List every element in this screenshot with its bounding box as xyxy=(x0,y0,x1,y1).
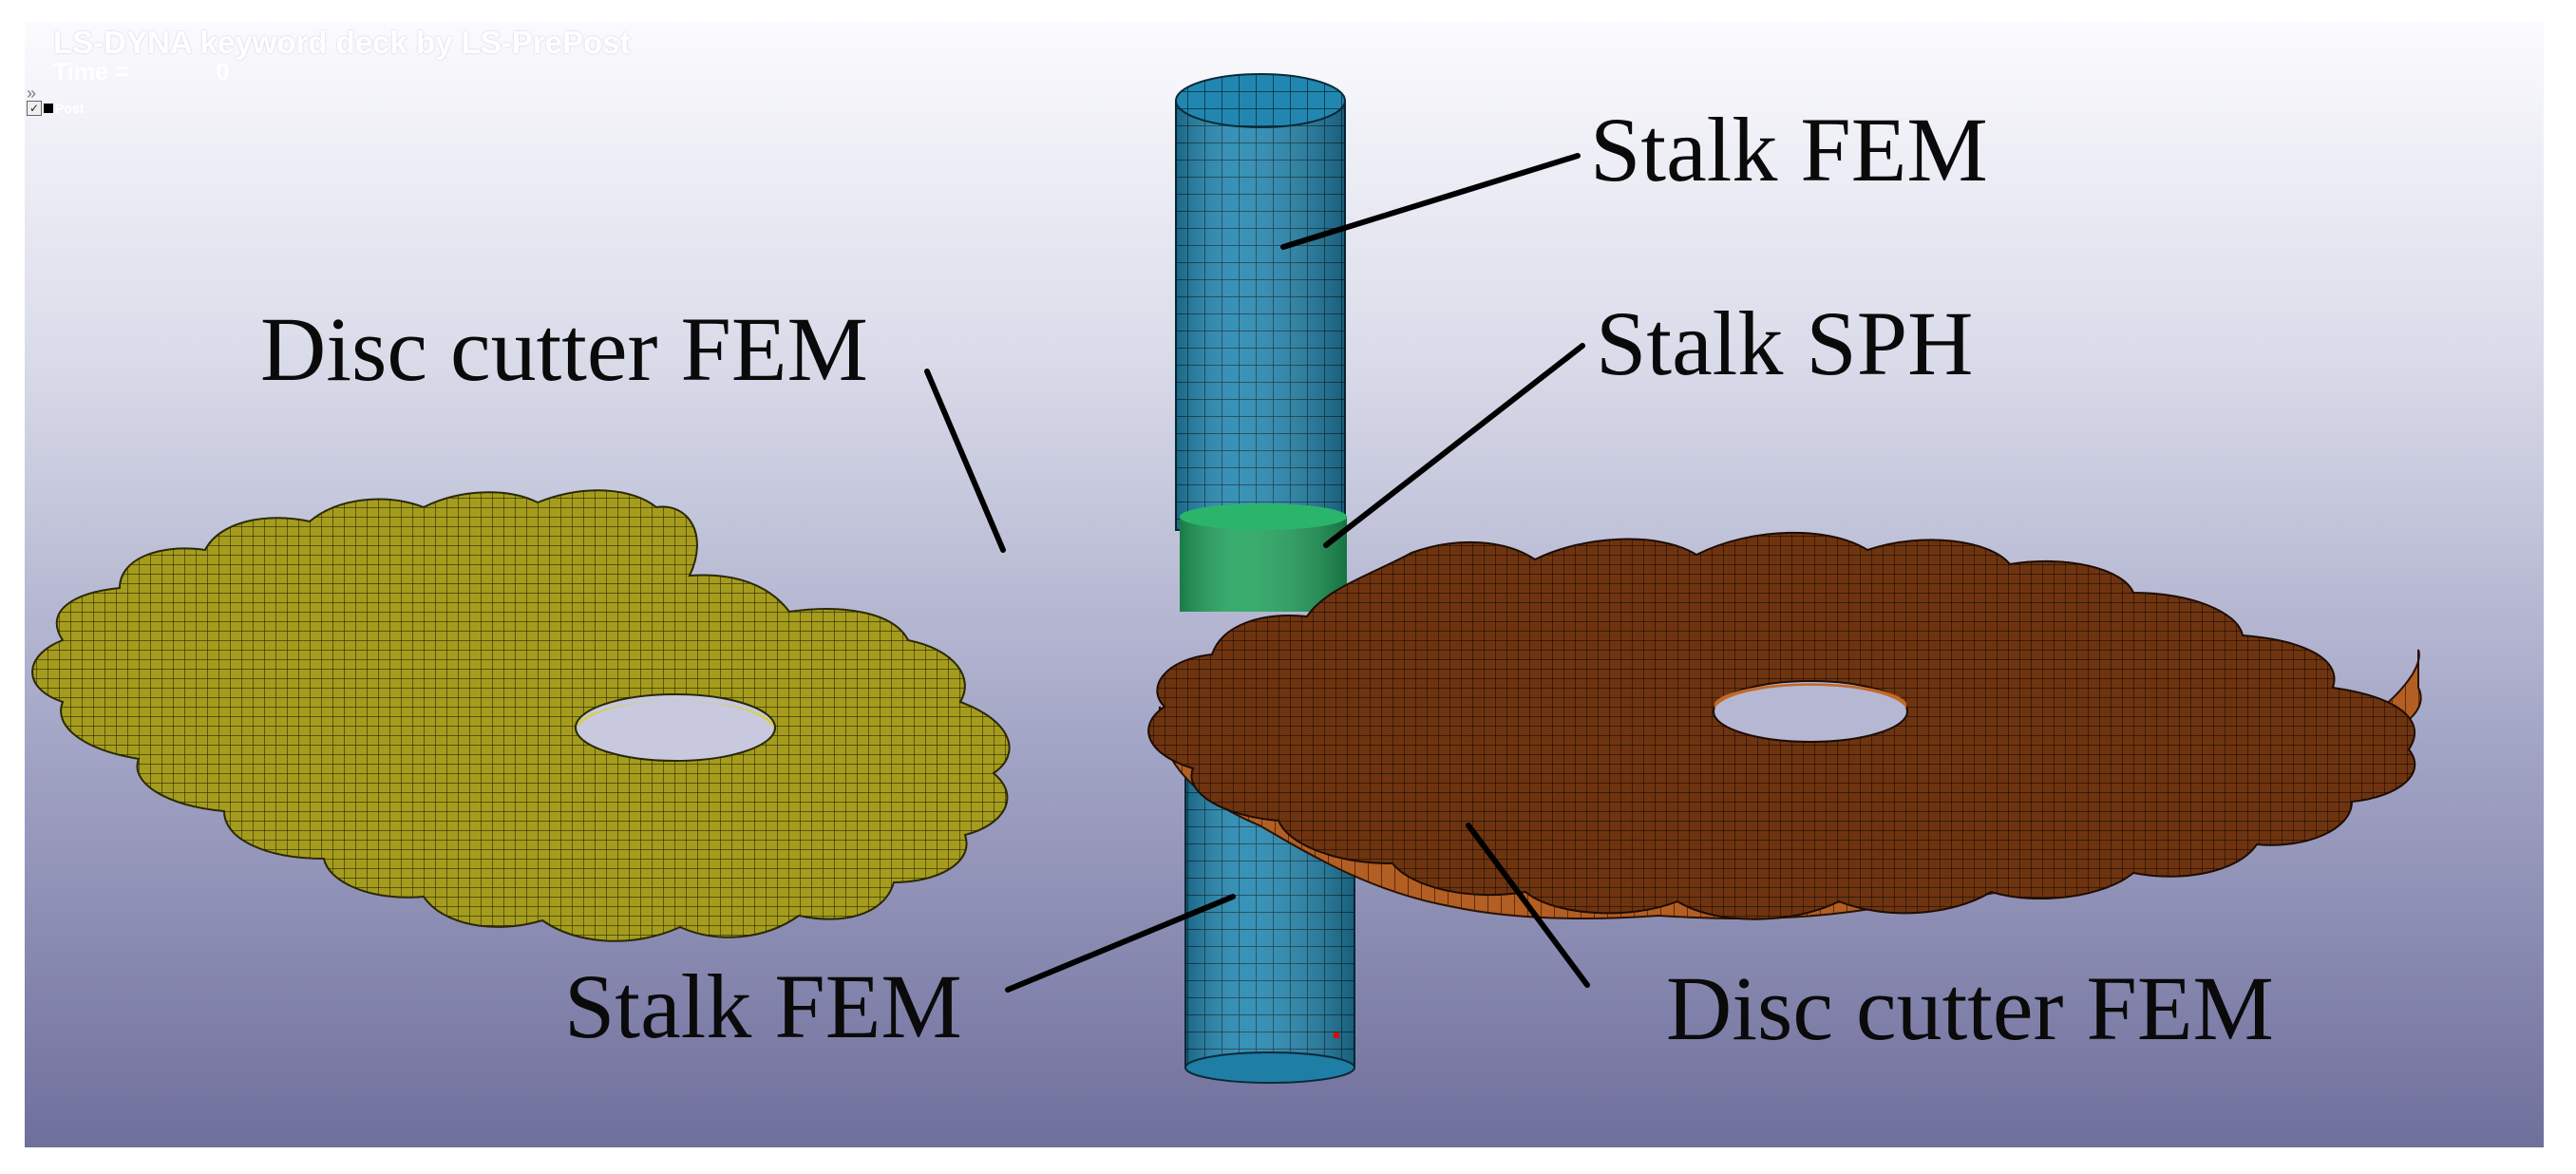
label-stalk-fem-bottom: Stalk FEM xyxy=(564,956,962,1057)
stalk-sph xyxy=(1180,503,1347,612)
leader-disc-right xyxy=(1466,823,1590,988)
label-stalk-sph: Stalk SPH xyxy=(1596,293,1974,394)
leader-disc-left xyxy=(924,369,1006,553)
left-disc-cutter xyxy=(31,489,1011,942)
post-toggle[interactable]: ✓ Post xyxy=(27,101,84,116)
leader-stalk-fem-top xyxy=(1280,153,1581,250)
node-marker xyxy=(1334,1032,1339,1038)
color-swatch-icon xyxy=(44,104,53,113)
label-stalk-fem-top: Stalk FEM xyxy=(1590,99,1988,200)
model-scene xyxy=(31,73,2422,1084)
graphics-viewport[interactable]: LS-DYNA keyword deck by LS-PrePost Time … xyxy=(25,23,2544,1147)
time-value: 0 xyxy=(216,59,230,85)
time-label: Time = xyxy=(53,59,129,85)
label-disc-cutter-right: Disc cutter FEM xyxy=(1666,957,2274,1059)
leader-stalk-fem-bottom xyxy=(1005,894,1236,993)
label-disc-cutter-left: Disc cutter FEM xyxy=(260,298,868,400)
time-readout: Time = 0 xyxy=(53,59,229,86)
deck-title: LS-DYNA keyword deck by LS-PrePost xyxy=(53,25,631,60)
right-disc-cutter xyxy=(1147,531,2422,920)
post-label: Post xyxy=(55,101,85,116)
expand-chevron-icon[interactable]: » xyxy=(27,84,36,103)
checkbox-icon[interactable]: ✓ xyxy=(27,101,42,116)
leader-lines xyxy=(924,153,1590,993)
stalk-upper xyxy=(1175,73,1346,531)
leader-stalk-sph xyxy=(1323,343,1585,548)
